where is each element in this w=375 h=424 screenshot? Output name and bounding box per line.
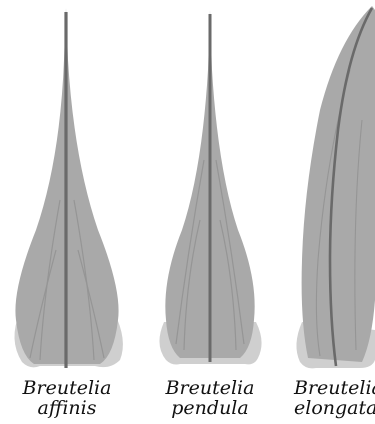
leaf-breutelia-affinis	[14, 8, 122, 368]
caption-species: elongata	[294, 398, 375, 418]
caption-species: affinis	[18, 398, 116, 418]
caption-genus: Breutelia	[161, 378, 259, 398]
caption-breutelia-pendula: Breutelia pendula	[161, 378, 259, 418]
caption-breutelia-elongata: Breutelia elongata	[294, 378, 375, 418]
leaf-breutelia-elongata	[296, 6, 375, 368]
caption-species: pendula	[161, 398, 259, 418]
leaf-blade	[302, 6, 375, 362]
caption-breutelia-affinis: Breutelia affinis	[18, 378, 116, 418]
caption-genus: Breutelia	[18, 378, 116, 398]
leaf-breutelia-pendula	[159, 10, 261, 365]
caption-genus: Breutelia	[294, 378, 375, 398]
